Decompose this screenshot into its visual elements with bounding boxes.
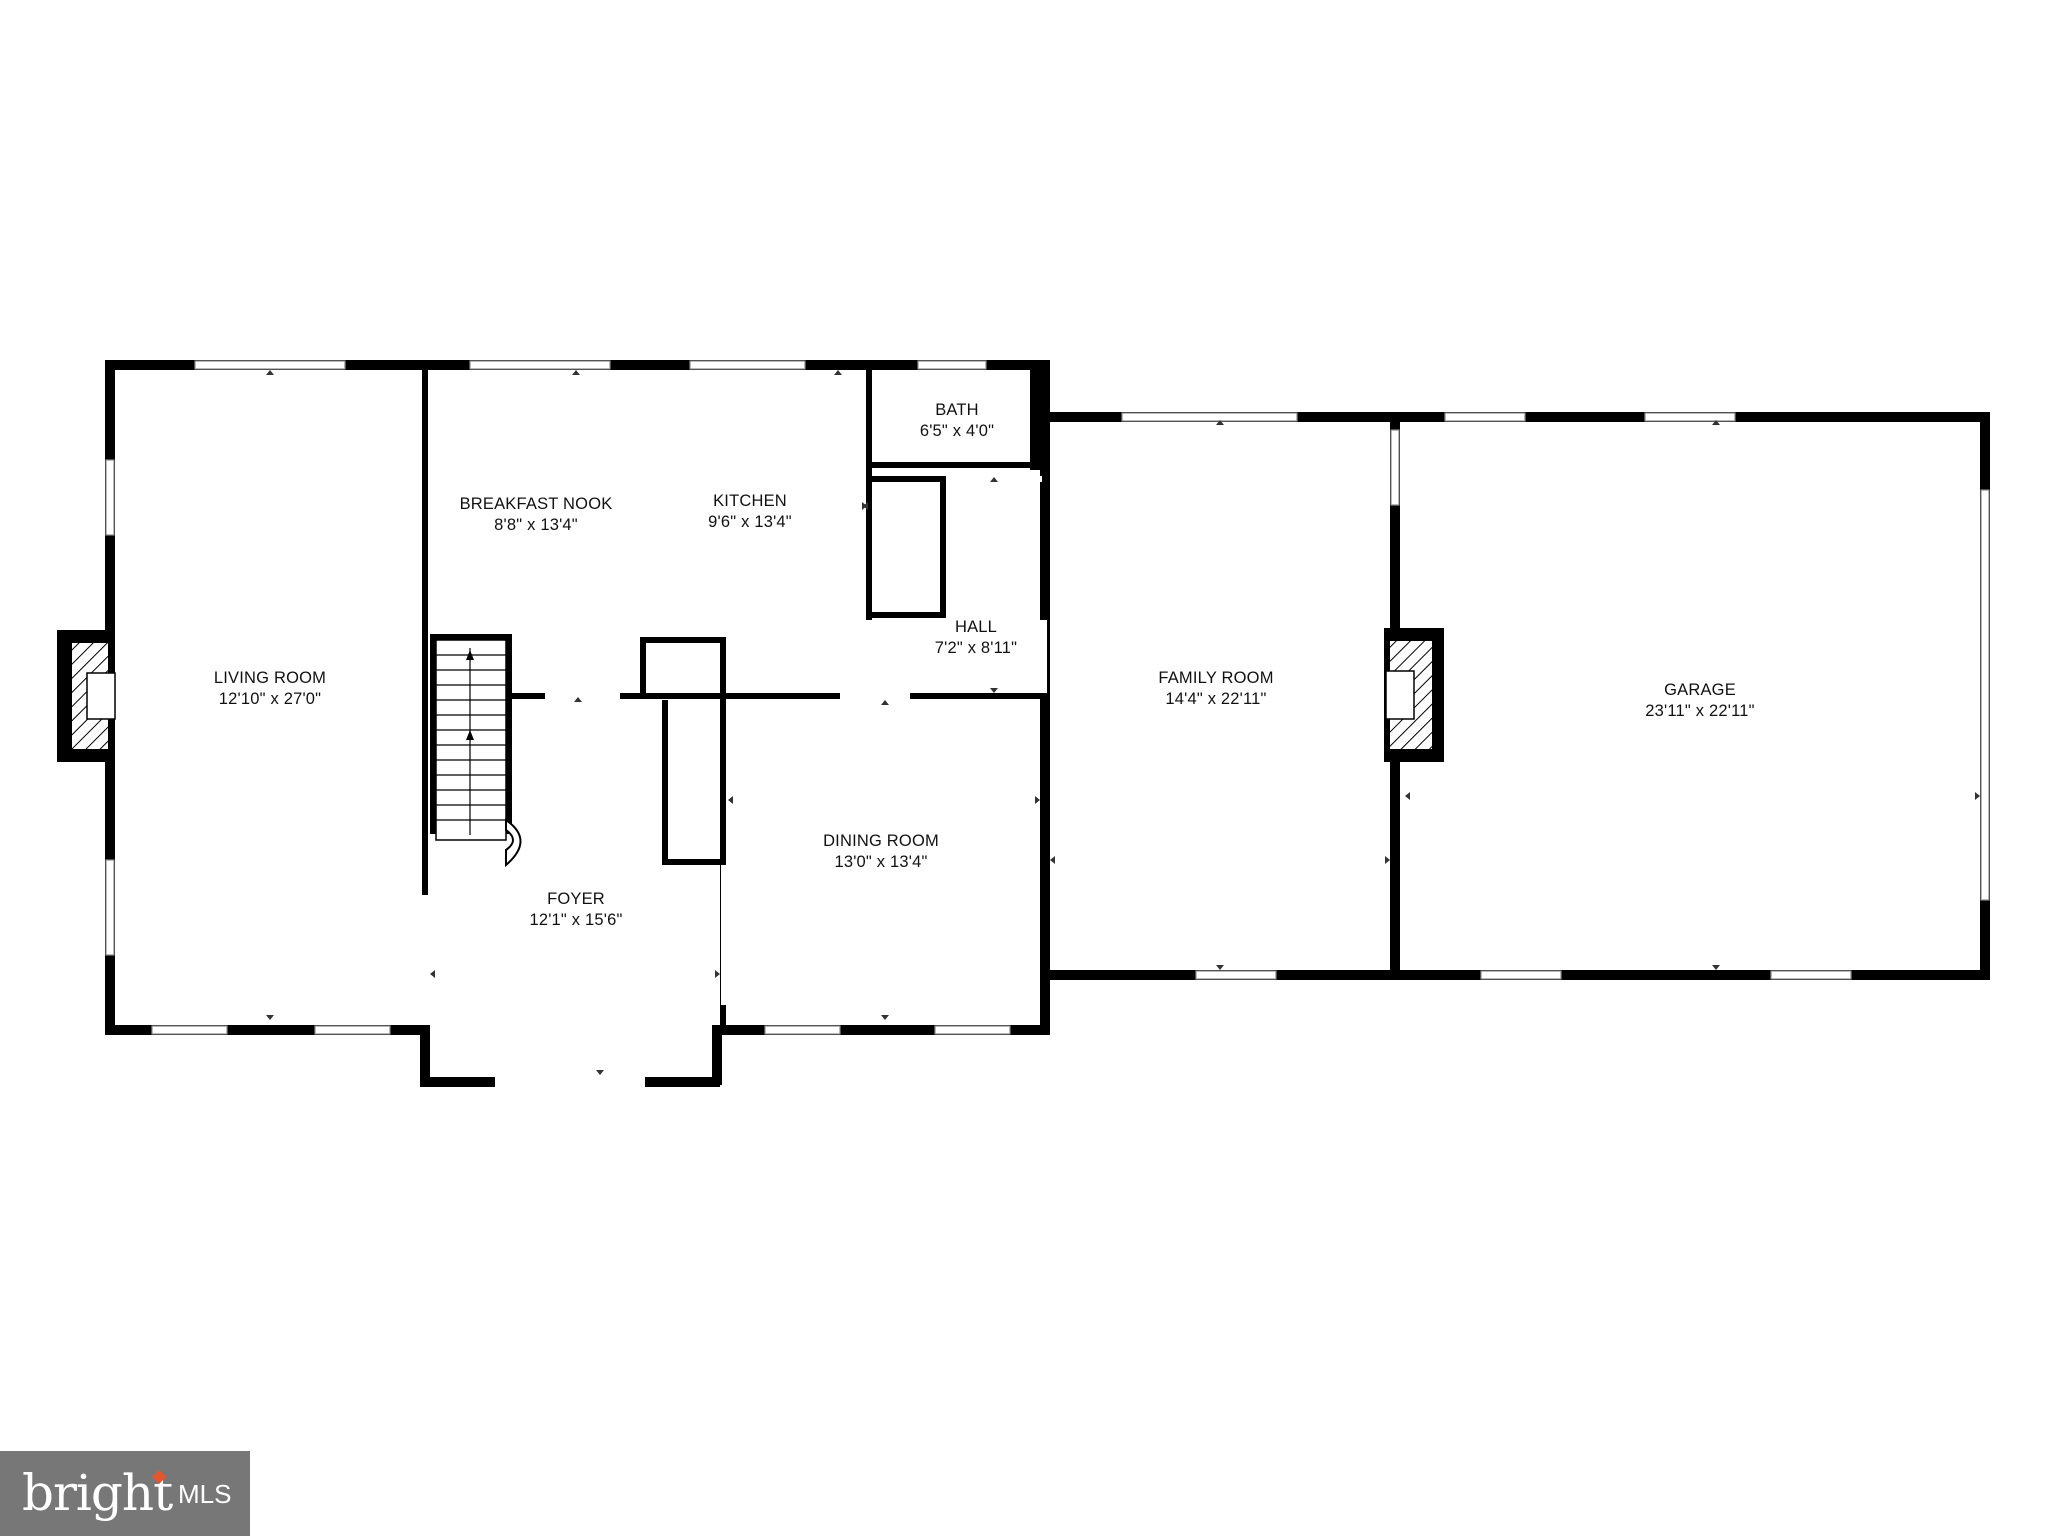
room-label-living: LIVING ROOM 12'10" x 27'0" (214, 669, 326, 708)
room-label-garage: GARAGE 23'11" x 22'11" (1645, 681, 1754, 720)
room-label-kitchen: KITCHEN 9'6" x 13'4" (708, 492, 792, 531)
svg-text:14'4" x 22'11": 14'4" x 22'11" (1165, 690, 1266, 708)
svg-text:12'1" x 15'6": 12'1" x 15'6" (529, 911, 622, 929)
svg-text:LIVING ROOM: LIVING ROOM (214, 669, 326, 687)
svg-text:DINING ROOM: DINING ROOM (823, 832, 939, 850)
room-label-foyer: FOYER 12'1" x 15'6" (529, 890, 622, 929)
room-label-dining-room: DINING ROOM 13'0" x 13'4" (823, 832, 939, 871)
svg-text:KITCHEN: KITCHEN (713, 492, 787, 510)
staircase (435, 639, 522, 868)
svg-text:HALL: HALL (955, 618, 997, 636)
dimension-markers (266, 370, 1980, 1075)
room-label-hall: HALL 7'2" x 8'11" (935, 618, 1018, 657)
svg-text:9'6" x 13'4": 9'6" x 13'4" (708, 513, 792, 531)
logo-brand-text: bright (22, 1464, 173, 1522)
svg-text:7'2" x 8'11": 7'2" x 8'11" (935, 639, 1018, 657)
logo-suffix-text: MLS (178, 1479, 232, 1509)
svg-text:BREAKFAST NOOK: BREAKFAST NOOK (460, 495, 613, 513)
room-label-family-room: FAMILY ROOM 14'4" x 22'11" (1158, 669, 1273, 708)
svg-text:BATH: BATH (935, 401, 979, 419)
svg-text:23'11" x 22'11": 23'11" x 22'11" (1645, 702, 1754, 720)
fireplace-living-room (57, 630, 116, 762)
room-label-bath: BATH 6'5" x 4'0" (920, 401, 994, 440)
svg-text:FOYER: FOYER (547, 890, 605, 908)
windows (105, 360, 1990, 1035)
svg-text:GARAGE: GARAGE (1664, 681, 1736, 699)
door-openings (421, 476, 1047, 1088)
svg-text:12'10" x 27'0": 12'10" x 27'0" (219, 690, 321, 708)
brightmls-logo: bright MLS (0, 1451, 250, 1536)
interior-walls (422, 370, 1048, 1033)
svg-text:FAMILY ROOM: FAMILY ROOM (1158, 669, 1273, 687)
exterior-walls-main (105, 360, 1050, 1087)
svg-text:8'8" x 13'4": 8'8" x 13'4" (494, 516, 578, 534)
svg-text:6'5" x 4'0": 6'5" x 4'0" (920, 422, 994, 440)
room-label-breakfast-nook: BREAKFAST NOOK 8'8" x 13'4" (460, 495, 613, 534)
svg-text:13'0" x 13'4": 13'0" x 13'4" (834, 853, 927, 871)
fireplace-family-room (1384, 628, 1444, 762)
